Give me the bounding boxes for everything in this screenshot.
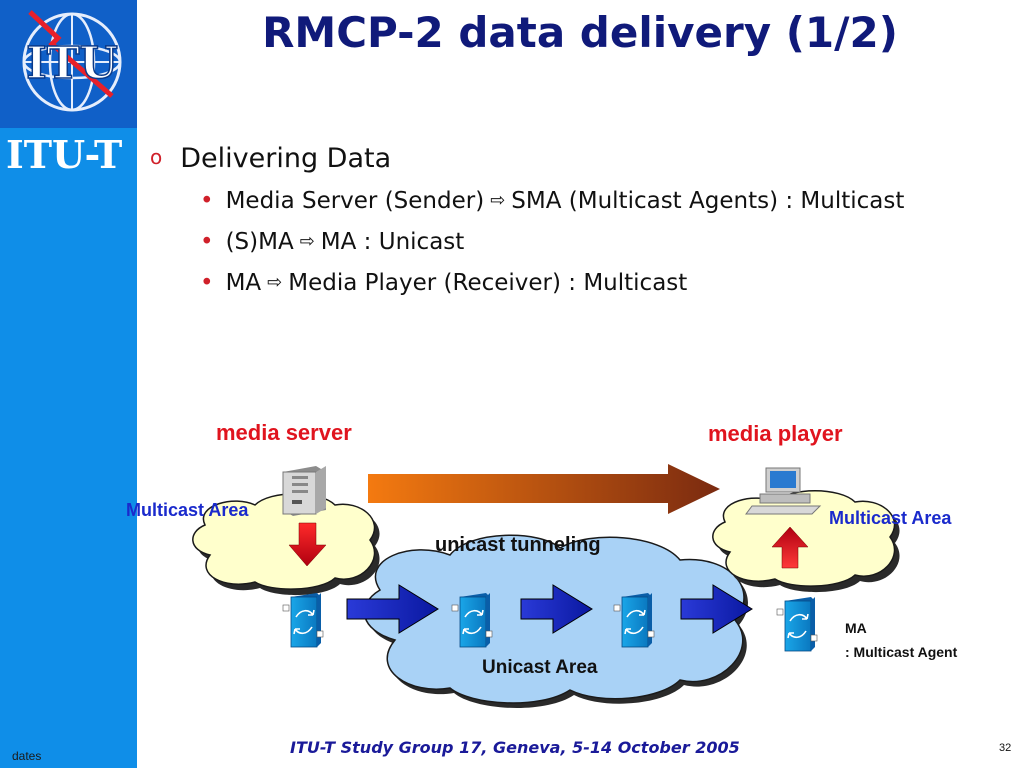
ma-label: MA bbox=[845, 620, 867, 636]
dates-label: dates bbox=[12, 749, 42, 763]
blue-tunnel-arrow-icon bbox=[680, 584, 753, 634]
circle-bullet-icon: o bbox=[150, 145, 163, 169]
section-heading: o Delivering Data bbox=[150, 143, 391, 174]
bullet-right-text: SMA (Multicast Agents) : Multicast bbox=[511, 188, 905, 214]
svg-text:ITU: ITU bbox=[26, 38, 118, 89]
unicast-tunneling-label: unicast tunneling bbox=[435, 534, 601, 556]
server-icon bbox=[282, 466, 326, 516]
blue-tunnel-arrow-icon bbox=[346, 584, 439, 634]
multicast-agent-icon bbox=[451, 593, 493, 648]
brand-label: ITU-T bbox=[6, 132, 123, 177]
bullet-left-text: MA bbox=[225, 270, 262, 296]
pc-icon bbox=[745, 467, 822, 515]
bullet-dot-icon: • bbox=[200, 188, 214, 214]
sidebar bbox=[0, 0, 137, 768]
globe-icon: ITU bbox=[22, 10, 122, 112]
multicast-agent-icon bbox=[776, 597, 818, 652]
multicast-area-right-label: Multicast Area bbox=[829, 508, 952, 528]
bullet-dot-icon: • bbox=[200, 229, 214, 255]
red-up-arrow-icon bbox=[771, 526, 809, 569]
red-down-arrow-icon bbox=[288, 522, 327, 567]
bullet-right-text: Media Player (Receiver) : Multicast bbox=[288, 270, 688, 296]
ma-description: : Multicast Agent bbox=[845, 644, 958, 660]
itu-logo: ITU bbox=[0, 0, 137, 128]
orange-flow-arrow bbox=[368, 464, 720, 514]
bullet-left-text: Media Server (Sender) bbox=[225, 188, 485, 214]
hollow-arrow-icon: ⇨ bbox=[299, 231, 315, 252]
multicast-area-right-cloud bbox=[712, 490, 900, 593]
bullet-list: •Media Server (Sender)⇨SMA (Multicast Ag… bbox=[200, 188, 904, 311]
blue-tunnel-arrow-icon bbox=[520, 584, 593, 634]
unicast-area-label: Unicast Area bbox=[482, 657, 598, 678]
list-item: • (S)MA⇨MA : Unicast bbox=[200, 229, 904, 270]
bullet-dot-icon: • bbox=[200, 270, 214, 296]
multicast-agent-icon bbox=[613, 593, 655, 648]
hollow-arrow-icon: ⇨ bbox=[490, 190, 506, 211]
list-item: • Media Server (Sender)⇨SMA (Multicast Ag… bbox=[200, 188, 904, 229]
slide-title: RMCP-2 data delivery (1/2) bbox=[262, 8, 898, 57]
media-server-label: media server bbox=[216, 420, 352, 445]
bullet-left-text: (S)MA bbox=[225, 229, 294, 255]
bullet-right-text: MA : Unicast bbox=[320, 229, 465, 255]
hollow-arrow-icon: ⇨ bbox=[267, 272, 283, 293]
media-player-label: media player bbox=[708, 421, 843, 446]
multicast-area-left-label: Multicast Area bbox=[126, 500, 249, 520]
footer-text: ITU-T Study Group 17, Geneva, 5-14 Octob… bbox=[290, 738, 740, 757]
multicast-area-left-cloud bbox=[192, 493, 380, 596]
page-number: 32 bbox=[999, 742, 1012, 754]
list-item: • MA⇨Media Player (Receiver) : Multicast bbox=[200, 270, 904, 311]
multicast-agent-icon bbox=[282, 593, 324, 648]
section-heading-text: Delivering Data bbox=[180, 143, 392, 174]
